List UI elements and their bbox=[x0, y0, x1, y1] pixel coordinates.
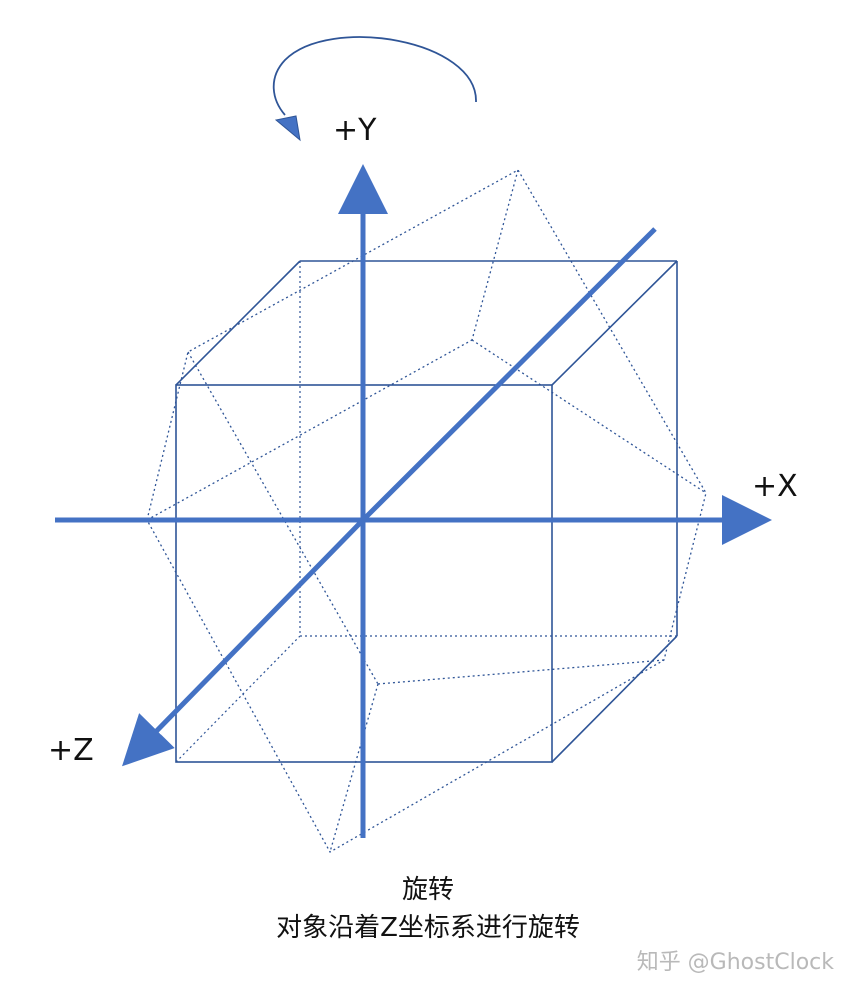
cube-top-left-edge bbox=[175, 260, 301, 386]
watermark: 知乎 @GhostClock bbox=[636, 950, 834, 975]
z-axis-label: +Z bbox=[48, 733, 94, 768]
rotated-cube-wireframe bbox=[146, 169, 707, 853]
cube-wireframe bbox=[175, 260, 678, 763]
caption-subtitle: 对象沿着Z坐标系进行旋转 bbox=[276, 913, 580, 943]
x-axis-label: +X bbox=[752, 469, 798, 504]
axes bbox=[55, 164, 772, 838]
y-axis-label: +Y bbox=[333, 113, 377, 148]
cube-top-right-edge bbox=[551, 260, 678, 386]
caption-title: 旋转 bbox=[401, 875, 454, 905]
z-axis-positive bbox=[122, 518, 365, 767]
z-axis-negative bbox=[361, 227, 657, 522]
cube-bottom-right-edge bbox=[551, 635, 678, 763]
curved-rotation-arrow-icon bbox=[272, 36, 477, 142]
